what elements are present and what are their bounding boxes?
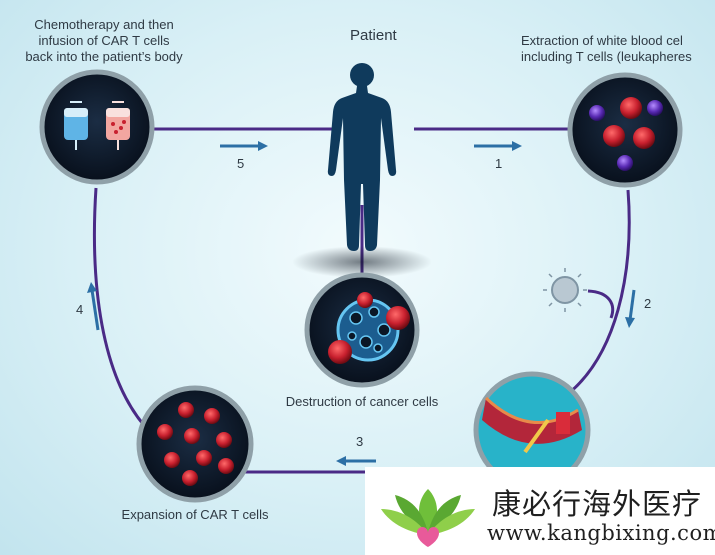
car-t-cell-icon xyxy=(328,340,352,364)
extraction-circle xyxy=(567,72,683,188)
viral-vector-icon xyxy=(543,268,587,312)
step-1-label: Extraction of white blood cel including … xyxy=(521,33,692,64)
watermark-url: www.kangbixing.com xyxy=(487,521,715,545)
iv-bag-red-icon xyxy=(106,101,130,150)
patient-shadow xyxy=(292,246,432,278)
t-cell-icon xyxy=(603,125,625,147)
lotus-logo-icon xyxy=(381,489,475,547)
step-arrows xyxy=(87,141,636,466)
step-5-number: 5 xyxy=(237,156,245,171)
t-cell-icon xyxy=(620,97,642,119)
car-receptor-icon xyxy=(556,412,570,434)
watermark-chinese-text: 康必行海外医疗 xyxy=(492,487,703,521)
step-3-number: 3 xyxy=(356,434,364,449)
arrow-step-2-icon xyxy=(625,289,636,328)
white-cell-icon xyxy=(589,105,605,121)
car-t-cell-icon xyxy=(357,292,373,308)
step-2-number: 2 xyxy=(644,296,652,311)
patient-silhouette-icon xyxy=(327,63,397,251)
step-1-number: 1 xyxy=(495,156,503,171)
gene-transfer-circle xyxy=(473,371,591,489)
arrow-step-4-icon xyxy=(87,282,100,331)
path-left-up xyxy=(92,187,152,434)
iv-bag-blue-icon xyxy=(64,101,88,150)
car-t-cell-icon xyxy=(386,306,410,330)
watermark: 康必行海外医疗 www.kangbixing.com xyxy=(365,467,715,555)
arrow-step-1-icon xyxy=(474,141,522,151)
step-5-label: Chemotherapy and then infusion of CAR T … xyxy=(25,17,183,64)
arrow-step-3-icon xyxy=(336,456,376,466)
expansion-circle xyxy=(136,385,254,503)
expansion-label: Expansion of CAR T cells xyxy=(121,507,269,522)
white-cell-icon xyxy=(647,100,663,116)
destruction-circle xyxy=(304,272,420,388)
step-4-number: 4 xyxy=(76,302,84,317)
destruction-label: Destruction of cancer cells xyxy=(285,394,439,409)
arrow-step-5-icon xyxy=(220,141,268,151)
patient-title: Patient xyxy=(350,27,397,44)
path-virus-hook xyxy=(587,289,615,319)
t-cell-icon xyxy=(633,127,655,149)
white-cell-icon xyxy=(617,155,633,171)
infusion-circle xyxy=(39,69,155,185)
path-right-down xyxy=(559,189,631,402)
car-t-cells-icon xyxy=(157,402,234,486)
